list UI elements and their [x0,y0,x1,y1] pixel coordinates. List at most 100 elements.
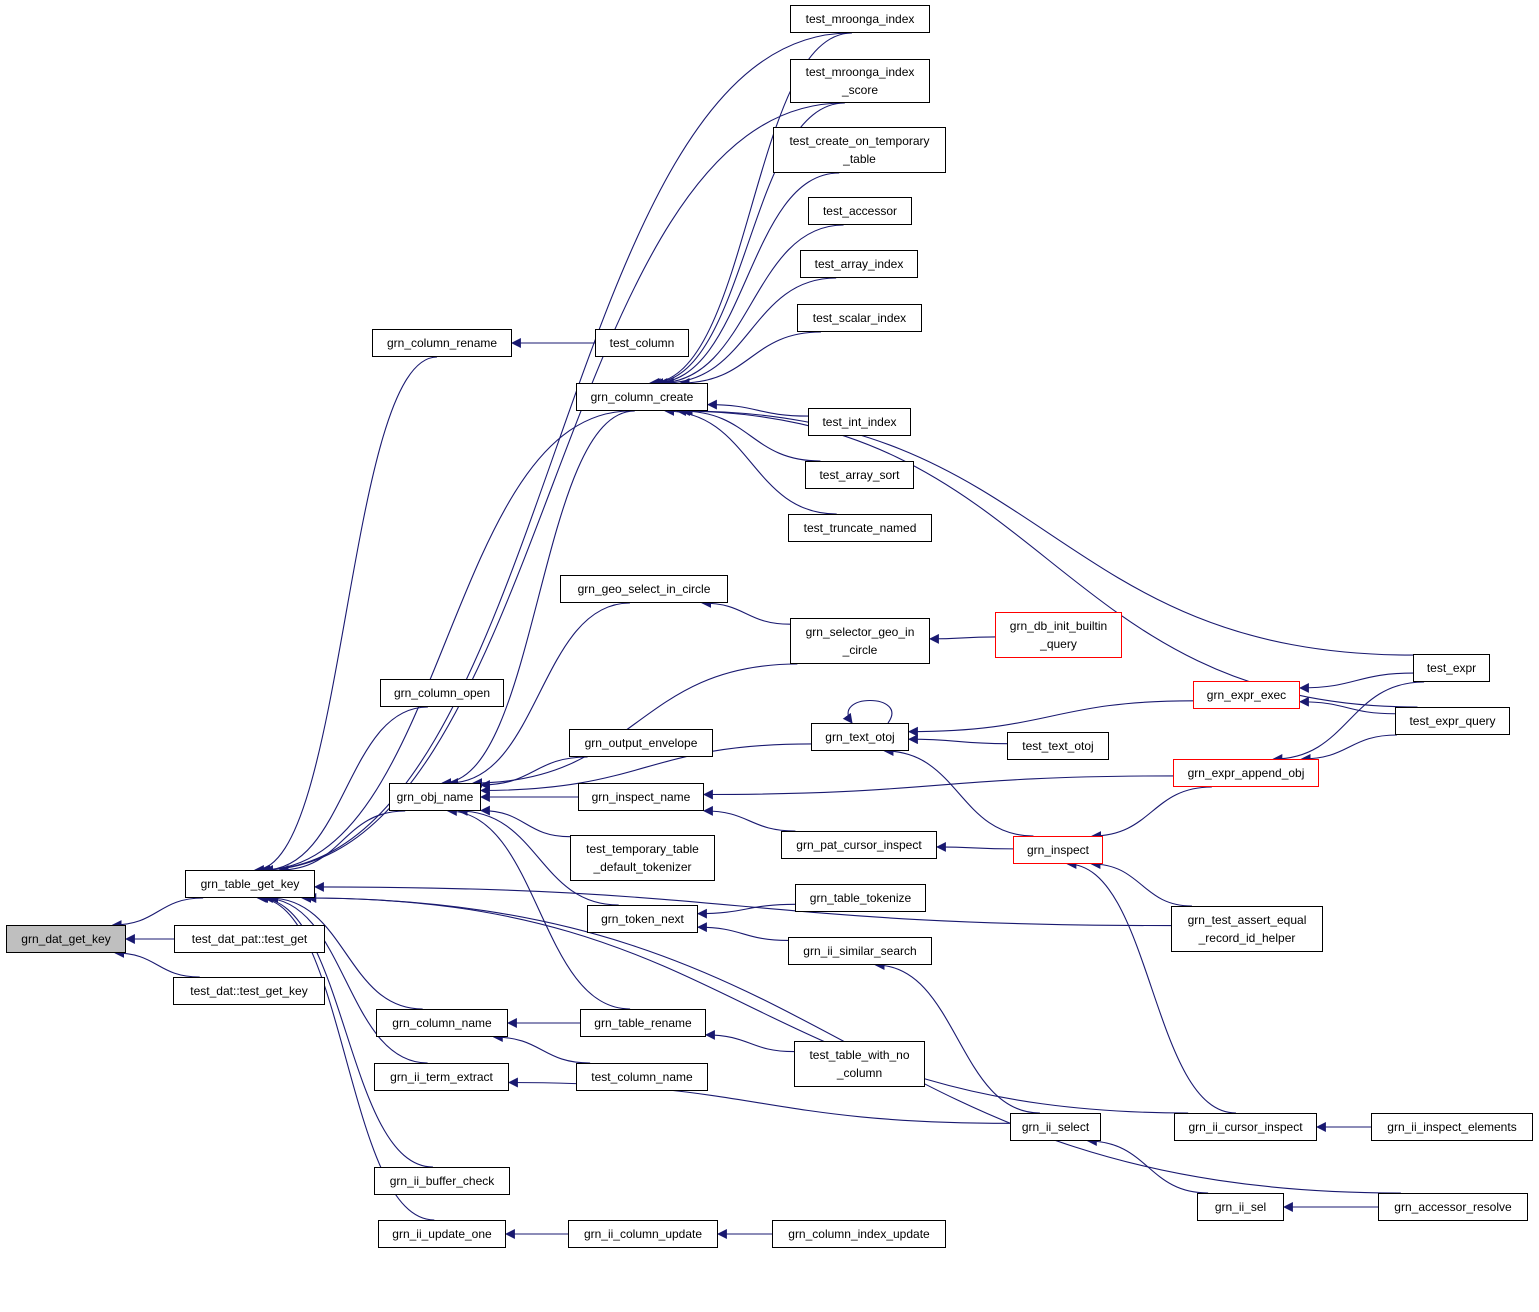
node-grn-column-create[interactable]: grn_column_create [576,383,708,411]
node-label: test_scalar_index [812,311,907,325]
edge-grn-ii-cursor-inspect-to-grn-inspect [1066,859,1237,1114]
node-grn-column-name[interactable]: grn_column_name [376,1009,508,1037]
edge-grn-column-create-to-grn-table-get-key [260,410,631,875]
node-label: test_column_name [591,1070,693,1084]
node-test-text-otoj[interactable]: test_text_otoj [1007,732,1109,760]
node-test-column[interactable]: test_column [595,329,689,357]
node-grn-column-rename[interactable]: grn_column_rename [372,329,512,357]
node-grn-geo-select-in-circle[interactable]: grn_geo_select_in_circle [560,575,728,603]
edge-grn-ii-term-extract-to-grn-table-get-key [262,893,428,1064]
node-test-array-index[interactable]: test_array_index [800,250,918,278]
edge-grn-geo-select-in-circle-to-grn-obj-name [448,602,630,788]
edge-grn-expr-append-obj-to-grn-inspect-name [703,775,1174,800]
node-label: test_create_on_temporary _table [789,134,930,166]
node-grn-ii-cursor-inspect[interactable]: grn_ii_cursor_inspect [1174,1113,1317,1141]
node-grn-token-next[interactable]: grn_token_next [587,905,698,933]
node-test-dat-test-get-key[interactable]: test_dat::test_get_key [173,977,325,1005]
edge-test-column-name-to-grn-column-name [492,1032,591,1064]
node-grn-expr-append-obj[interactable]: grn_expr_append_obj [1173,759,1319,787]
node-label: test_accessor [822,204,898,218]
edge-test-array-sort-to-grn-column-create [680,406,821,462]
node-grn-expr-exec[interactable]: grn_expr_exec [1193,681,1300,709]
node-grn-pat-cursor-inspect[interactable]: grn_pat_cursor_inspect [781,831,937,859]
node-grn-db-init-builtin-query[interactable]: grn_db_init_builtin _query [995,612,1122,658]
node-label: grn_table_tokenize [809,891,912,905]
node-label: test_truncate_named [803,521,917,535]
node-test-expr-query[interactable]: test_expr_query [1395,707,1510,735]
node-test-dat-pat-test-get[interactable]: test_dat_pat::test_get [174,925,325,953]
node-label: grn_ii_similar_search [803,944,917,958]
edge-test-temporary-table-default-tokenizer-to-grn-obj-name [480,805,571,838]
node-test-column-name[interactable]: test_column_name [576,1063,708,1091]
node-label: grn_ii_buffer_check [389,1174,495,1188]
node-test-mroonga-index-score[interactable]: test_mroonga_index _score [790,59,930,103]
node-grn-dat-get-key[interactable]: grn_dat_get_key [6,925,126,953]
node-label: grn_expr_append_obj [1187,766,1305,780]
node-grn-ii-column-update[interactable]: grn_ii_column_update [568,1220,718,1248]
node-label: test_int_index [822,415,897,429]
node-label: test_array_sort [819,468,900,482]
node-grn-table-rename[interactable]: grn_table_rename [580,1009,706,1037]
node-grn-ii-term-extract[interactable]: grn_ii_term_extract [374,1063,509,1091]
node-test-truncate-named[interactable]: test_truncate_named [788,514,932,542]
node-label: grn_ii_column_update [583,1227,703,1241]
node-grn-ii-update-one[interactable]: grn_ii_update_one [378,1220,506,1248]
node-label: test_temporary_table _default_tokenizer [586,842,699,874]
node-grn-inspect-name[interactable]: grn_inspect_name [578,783,704,811]
node-label: grn_column_create [590,390,694,404]
node-test-mroonga-index[interactable]: test_mroonga_index [790,5,930,33]
edge-test-truncate-named-to-grn-column-create [664,406,837,515]
node-test-array-sort[interactable]: test_array_sort [805,461,914,489]
node-grn-ii-buffer-check[interactable]: grn_ii_buffer_check [374,1167,510,1195]
node-grn-table-tokenize[interactable]: grn_table_tokenize [795,884,926,912]
node-grn-ii-similar-search[interactable]: grn_ii_similar_search [788,937,932,965]
edge-test-int-index-to-grn-column-create [707,399,809,417]
node-label: grn_column_index_update [788,1227,930,1241]
edge-test-create-on-temporary-table-to-grn-column-create [653,172,840,388]
node-grn-ii-select[interactable]: grn_ii_select [1010,1113,1101,1141]
node-grn-table-get-key[interactable]: grn_table_get_key [185,870,315,898]
edge-grn-table-tokenize-to-grn-token-next [697,903,796,919]
node-test-accessor[interactable]: test_accessor [808,197,912,225]
node-label: grn_selector_geo_in _circle [805,625,915,657]
edge-grn-column-open-to-grn-table-get-key [263,706,428,875]
node-grn-column-open[interactable]: grn_column_open [380,679,504,707]
node-test-scalar-index[interactable]: test_scalar_index [797,304,922,332]
node-label: grn_inspect_name [591,790,691,804]
node-test-expr[interactable]: test_expr [1413,654,1490,682]
node-grn-obj-name[interactable]: grn_obj_name [389,783,481,811]
node-grn-accessor-resolve[interactable]: grn_accessor_resolve [1378,1193,1528,1221]
node-grn-selector-geo-in-circle[interactable]: grn_selector_geo_in _circle [790,618,930,664]
edge-test-expr-query-to-grn-expr-append-obj [1300,734,1397,764]
node-label: test_table_with_no _column [809,1048,910,1080]
node-label: grn_table_rename [594,1016,692,1030]
edge-grn-test-assert-equal-record-id-helper-to-grn-inspect [1090,859,1192,907]
node-label: test_dat_pat::test_get [191,932,308,946]
edge-grn-table-rename-to-grn-obj-name [446,806,631,1010]
edge-grn-output-envelope-to-grn-obj-name [480,756,588,790]
node-test-table-with-no-column[interactable]: test_table_with_no _column [794,1041,925,1087]
node-label: grn_accessor_resolve [1394,1200,1512,1214]
node-test-create-on-temporary-table[interactable]: test_create_on_temporary _table [773,127,946,173]
node-label: test_array_index [814,257,904,271]
node-grn-column-index-update[interactable]: grn_column_index_update [772,1220,946,1248]
node-test-int-index[interactable]: test_int_index [808,408,911,436]
node-label: test_expr_query [1409,714,1496,728]
node-test-temporary-table-default-tokenizer[interactable]: test_temporary_table _default_tokenizer [570,835,715,881]
edge-grn-text-otoj-to-grn-text-otoj [842,700,893,724]
node-label: grn_ii_update_one [392,1227,492,1241]
node-label: grn_ii_inspect_elements [1387,1120,1517,1134]
node-grn-text-otoj[interactable]: grn_text_otoj [811,723,909,751]
node-label: test_text_otoj [1022,739,1094,753]
node-grn-inspect[interactable]: grn_inspect [1013,836,1103,864]
node-label: grn_geo_select_in_circle [577,582,711,596]
node-label: grn_ii_select [1021,1120,1090,1134]
edge-test-mroonga-index-to-grn-table-get-key [258,32,851,875]
node-grn-test-assert-equal-record-id-helper[interactable]: grn_test_assert_equal _record_id_helper [1171,906,1323,952]
node-grn-output-envelope[interactable]: grn_output_envelope [569,729,713,757]
node-grn-ii-sel[interactable]: grn_ii_sel [1197,1193,1284,1221]
node-label: grn_text_otoj [825,730,895,744]
node-label: grn_dat_get_key [21,932,111,946]
node-grn-ii-inspect-elements[interactable]: grn_ii_inspect_elements [1371,1113,1533,1141]
node-label: grn_table_get_key [200,877,300,891]
